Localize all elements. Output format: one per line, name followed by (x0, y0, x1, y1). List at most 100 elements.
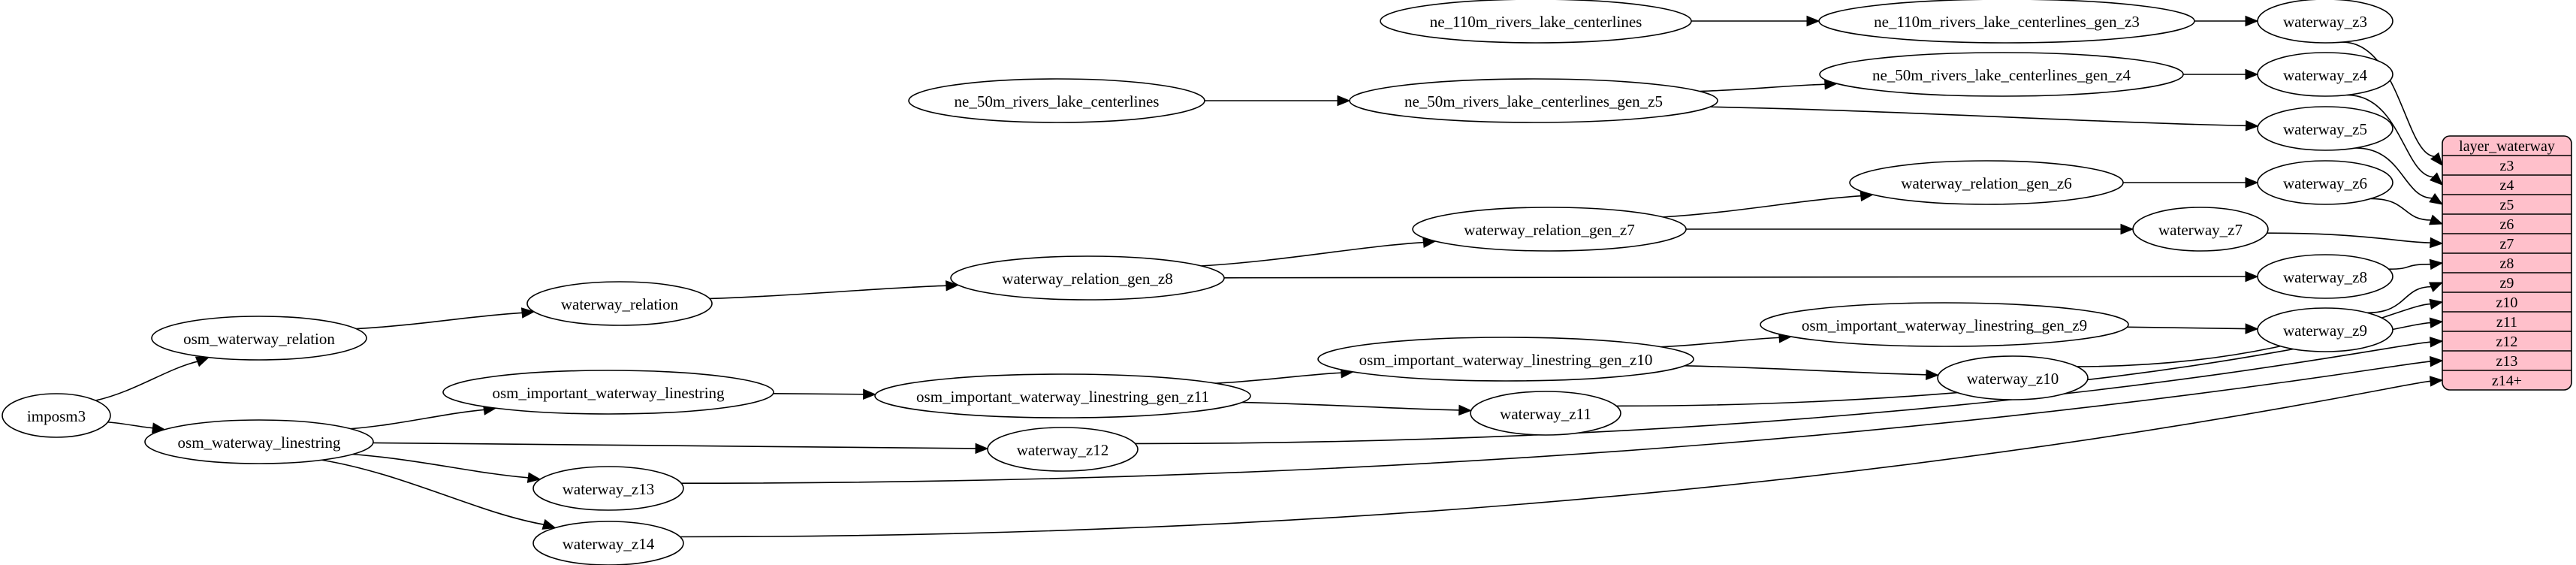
layer-waterway-table: layer_waterway z3 z4 z5 z6 z7 z8 z9 z10 z11 z12 z13… (2442, 135, 2572, 391)
node-shape (2, 393, 111, 438)
node-label: osm_important_waterway_linestring_gen_z1… (1359, 351, 1653, 369)
node-shape (1818, 0, 2195, 44)
node-shape (151, 316, 367, 361)
node-label: waterway_z3 (2283, 13, 2367, 31)
node-label: waterway_z8 (2283, 268, 2367, 286)
node-shape (950, 255, 1225, 301)
edge-arrowhead (2429, 337, 2444, 348)
node-shape (144, 419, 374, 464)
edge-arrowhead (520, 307, 535, 319)
node-waterway_z11[interactable]: waterway_z11 (1470, 391, 1621, 436)
edge-arrowhead (2428, 282, 2444, 292)
node-waterway_relation_gen_z6[interactable]: waterway_relation_gen_z6 (1849, 160, 2124, 205)
edge-osm_waterway_linestring-to-waterway_z13 (352, 453, 529, 479)
edge-arrowhead (2120, 223, 2134, 235)
node-label: imposm3 (27, 407, 86, 425)
node-waterway_z8[interactable]: waterway_z8 (2257, 254, 2394, 299)
node-waterway_z6[interactable]: waterway_z6 (2257, 160, 2394, 205)
edge-arrowhead (2429, 298, 2444, 310)
node-waterway_z5[interactable]: waterway_z5 (2257, 106, 2394, 151)
edge-waterway_relation_gen_z8-to-waterway_relation_gen_z7 (1201, 241, 1425, 267)
table-node-layer-waterway[interactable]: layer_waterway z3 z4 z5 z6 z7 z8 z9 z10 z11 z12 z13… (2442, 135, 2572, 391)
node-shape (2257, 0, 2394, 44)
node-waterway_relation_gen_z7[interactable]: waterway_relation_gen_z7 (1412, 207, 1687, 252)
node-osm_important_waterway_linestring_gen_z11[interactable]: osm_important_waterway_linestring_gen_z1… (874, 373, 1251, 418)
node-waterway_z9[interactable]: waterway_z9 (2257, 307, 2394, 352)
table-row-z7[interactable]: z7 (2500, 236, 2514, 252)
table-row-z13[interactable]: z13 (2496, 353, 2518, 370)
node-waterway_z12[interactable]: waterway_z12 (987, 427, 1139, 472)
node-shape (1317, 337, 1694, 382)
node-waterway_z10[interactable]: waterway_z10 (1937, 355, 2089, 400)
node-imposm3[interactable]: imposm3 (2, 393, 111, 438)
node-waterway_relation_gen_z8[interactable]: waterway_relation_gen_z8 (950, 255, 1225, 301)
table-title: layer_waterway (2459, 138, 2555, 155)
edge-osm_important_waterway_linestring_gen_z10-to-waterway_z10 (1685, 365, 1927, 376)
node-ne_50m_rivers_lake_centerlines[interactable]: ne_50m_rivers_lake_centerlines (908, 78, 1205, 123)
table-row-z5[interactable]: z5 (2500, 197, 2514, 213)
table-row-z6[interactable]: z6 (2500, 216, 2514, 233)
node-label: osm_important_waterway_linestring_gen_z9 (1802, 316, 2087, 334)
node-osm_important_waterway_linestring[interactable]: osm_important_waterway_linestring (442, 370, 774, 415)
node-waterway_relation[interactable]: waterway_relation (526, 281, 713, 326)
edge-arrowhead (1458, 404, 1473, 416)
node-osm_waterway_relation[interactable]: osm_waterway_relation (151, 316, 367, 361)
node-label: waterway_z11 (1500, 405, 1591, 423)
table-row-z9[interactable]: z9 (2500, 275, 2514, 292)
table-row-z12[interactable]: z12 (2496, 334, 2518, 350)
table-outer-frame (2442, 135, 2572, 391)
node-shape (532, 466, 684, 511)
table-row-z14plus[interactable]: z14+ (2492, 373, 2522, 389)
node-waterway_z14[interactable]: waterway_z14 (532, 521, 684, 565)
table-row-z11[interactable]: z11 (2496, 314, 2517, 331)
edge-osm_important_waterway_linestring_gen_z11-to-osm_important_waterway_linestring_gen_z10 (1215, 372, 1342, 384)
node-shape (1349, 78, 1718, 123)
edge-arrowhead (2430, 172, 2443, 186)
edge-waterway_z6-to-layer_waterway-z6 (2370, 198, 2432, 221)
edge-arrowhead (2245, 15, 2259, 27)
table-row-z4[interactable]: z4 (2500, 177, 2514, 194)
edge-osm_waterway_relation-to-waterway_relation (356, 312, 523, 330)
node-waterway_z4[interactable]: waterway_z4 (2257, 52, 2394, 97)
node-shape (1470, 391, 1621, 436)
node-label: ne_50m_rivers_lake_centerlines (955, 92, 1160, 110)
node-shape (1849, 160, 2124, 205)
node-ne_110m_rivers_lake_centerlines[interactable]: ne_110m_rivers_lake_centerlines (1380, 0, 1692, 44)
node-label: osm_important_waterway_linestring (492, 384, 725, 402)
edge-waterway_z3-to-layer_waterway-z3 (2342, 41, 2436, 158)
node-ne_50m_rivers_lake_centerlines_gen_z4[interactable]: ne_50m_rivers_lake_centerlines_gen_z4 (1819, 52, 2184, 97)
node-shape (1412, 207, 1687, 252)
node-label: waterway_relation_gen_z6 (1901, 174, 2071, 192)
node-osm_important_waterway_linestring_gen_z9[interactable]: osm_important_waterway_linestring_gen_z9 (1760, 302, 2129, 347)
node-label: waterway_z4 (2283, 66, 2367, 84)
node-label: waterway_z12 (1017, 441, 1109, 459)
table-row-z3[interactable]: z3 (2500, 158, 2514, 174)
node-shape (526, 281, 713, 326)
node-shape (908, 78, 1205, 123)
node-ne_110m_rivers_lake_centerlines_gen_z3[interactable]: ne_110m_rivers_lake_centerlines_gen_z3 (1818, 0, 2195, 44)
node-label: ne_110m_rivers_lake_centerlines (1430, 13, 1642, 31)
node-shape (2257, 160, 2394, 205)
node-waterway_z13[interactable]: waterway_z13 (532, 466, 684, 511)
node-shape (1380, 0, 1692, 44)
node-label: waterway_z9 (2283, 322, 2367, 340)
edge-arrowhead (2430, 237, 2444, 249)
edge-arrowhead (2245, 270, 2259, 282)
node-osm_waterway_linestring[interactable]: osm_waterway_linestring (144, 419, 374, 464)
edge-arrowhead (2429, 214, 2444, 225)
node-waterway_z7[interactable]: waterway_z7 (2132, 207, 2269, 252)
table-row-z8[interactable]: z8 (2500, 255, 2514, 272)
table-row-z10[interactable]: z10 (2496, 295, 2518, 311)
node-waterway_z3[interactable]: waterway_z3 (2257, 0, 2394, 44)
edge-arrowhead (1337, 95, 1351, 107)
node-shape (2257, 52, 2394, 97)
node-label: waterway_z14 (563, 535, 655, 553)
node-osm_important_waterway_linestring_gen_z10[interactable]: osm_important_waterway_linestring_gen_z1… (1317, 337, 1694, 382)
node-label: waterway_relation (561, 295, 679, 313)
edge-arrowhead (863, 388, 876, 400)
edge-waterway_relation_gen_z7-to-waterway_relation_gen_z6 (1663, 195, 1862, 218)
edge-waterway_z4-to-layer_waterway-z4 (2347, 94, 2435, 178)
node-shape (987, 427, 1139, 472)
node-ne_50m_rivers_lake_centerlines_gen_z5[interactable]: ne_50m_rivers_lake_centerlines_gen_z5 (1349, 78, 1718, 123)
